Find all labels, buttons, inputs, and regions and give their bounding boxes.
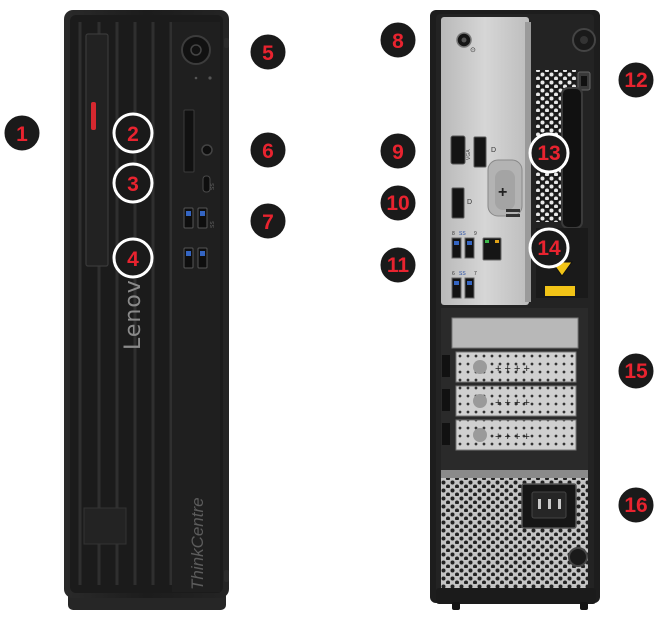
rear-port-index-6: 6 [452,271,455,277]
audio-jack [201,144,213,156]
callout-4: 4 [112,237,154,279]
callout-13: 13 [528,132,570,174]
callout-6: 6 [247,129,289,171]
callout-10: 10 [377,182,419,224]
svg-text:3: 3 [127,173,139,196]
svg-text:+ + + +: + + + + [495,363,530,375]
front-io-panel [172,22,220,592]
svg-text:7: 7 [262,211,274,234]
svg-text:16: 16 [624,494,647,517]
optical-drive-bay [85,33,109,267]
callout-7: 7 [247,200,289,242]
svg-text:12: 12 [624,69,647,92]
callout-14: 14 [528,227,570,269]
callout-16: 16 [615,484,657,526]
svg-text:D: D [491,147,496,154]
svg-text:+ + + +: + + + + [495,431,530,443]
rear-usb-ports [451,237,475,299]
svg-text:10: 10 [386,192,409,215]
hdmi-label: VGA [466,149,472,160]
svg-text:+ + + +: + + + + [495,397,530,409]
svg-text:8: 8 [392,30,404,53]
callout-15: 15 [615,350,657,392]
callout-12: 12 [615,59,657,101]
svg-text:1: 1 [16,123,28,146]
drive-eject-accent [91,102,96,130]
displayport-1 [473,136,487,168]
svg-text:5: 5 [262,42,274,65]
callout-9: 9 [377,130,419,172]
callout-3: 3 [112,162,154,204]
svg-text:4: 4 [127,248,139,271]
svg-text:+: + [498,184,507,201]
callout-5: 5 [247,31,289,73]
rear-usb-label-b: SS [459,271,466,277]
svg-text:2: 2 [127,123,139,146]
rear-usb-label-a: SS [459,231,466,237]
card-reader-slot [183,109,195,173]
lenovo-logo: Lenovo [121,265,146,350]
expansion-slot-covers: + + + + + + + + + + + + [455,351,577,451]
svg-text:11: 11 [387,254,410,277]
usb-a-label: SS [210,221,216,228]
svg-text:13: 13 [537,142,560,165]
callout-2: 2 [112,112,154,154]
svg-text:⊙: ⊙ [470,47,476,54]
svg-text:9: 9 [392,141,404,164]
callouts: 1 2 3 4 5 6 7 8 [1,19,657,526]
rear-view: ⊙ VGA D + D 8 9 [430,10,600,610]
usb-c-label: SS [210,183,216,190]
callout-11: 11 [377,244,419,286]
knockout-plate: + [487,159,523,217]
thinkcentre-logo: ThinkCentre [188,497,207,590]
hdmi-port [450,135,466,165]
front-view: SS SS Lenovo ThinkCentre [64,10,229,610]
svg-text:D: D [467,199,472,206]
svg-text:6: 6 [262,140,274,163]
callout-1: 1 [1,112,43,154]
displayport-2 [451,187,465,219]
power-button [181,35,211,65]
ethernet-port [482,237,502,261]
rear-port-index-8: 8 [452,231,455,237]
svg-text:14: 14 [537,237,561,260]
svg-text:15: 15 [624,360,648,383]
rear-port-index-7: 7 [474,271,477,277]
callout-8: 8 [377,19,419,61]
rear-port-index-9: 9 [474,231,477,237]
usb-c-port [202,175,211,193]
